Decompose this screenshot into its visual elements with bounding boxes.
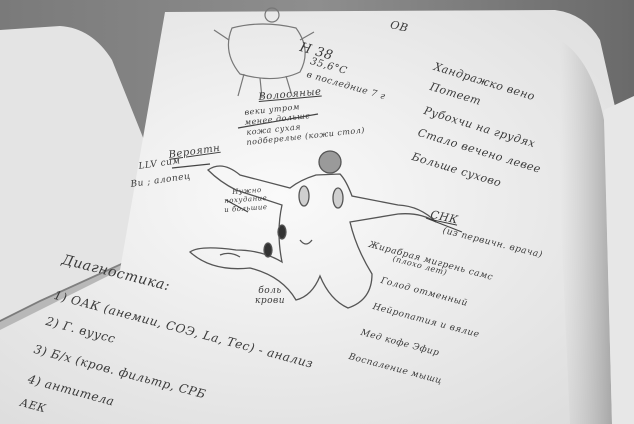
label-bottom: боль крови	[246, 286, 294, 306]
